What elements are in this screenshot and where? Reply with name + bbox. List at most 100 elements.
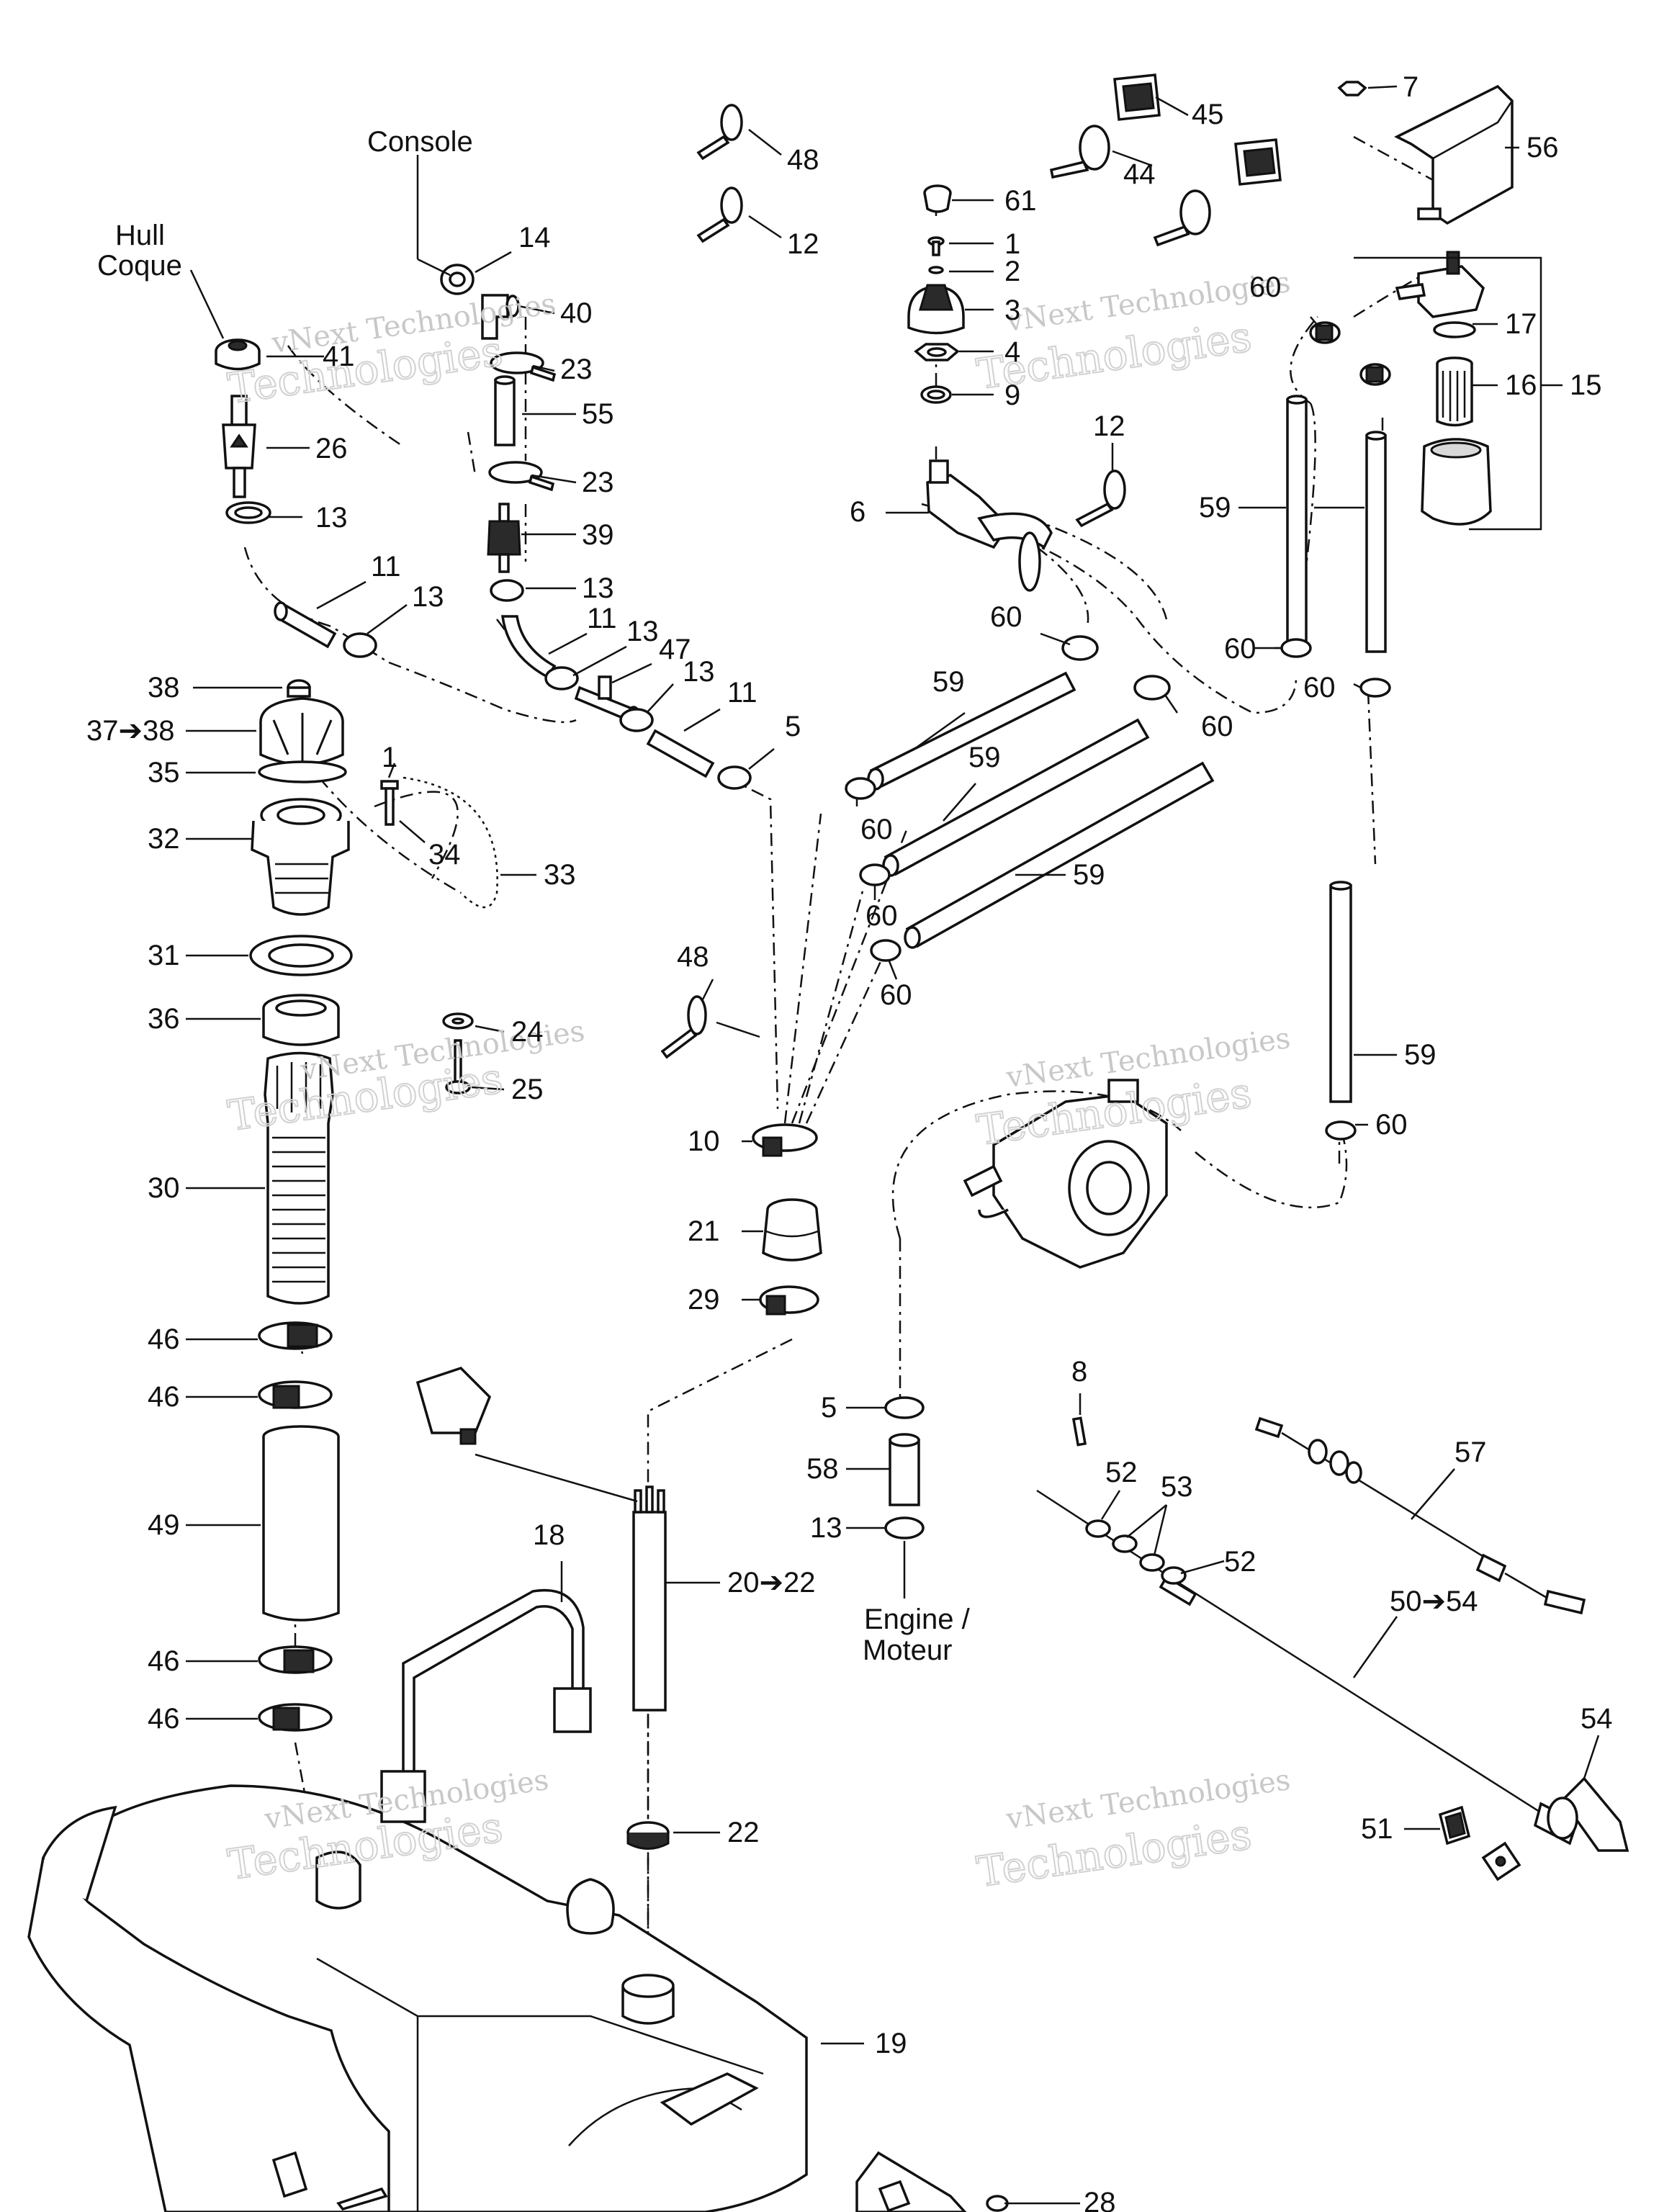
clamp-60-ur-4: [1359, 678, 1391, 698]
callout-25: 25: [511, 1074, 544, 1105]
callout-60-d: 60: [1224, 633, 1256, 665]
callout-60-f: 60: [860, 814, 893, 845]
part-bottom-left: [271, 2151, 388, 2211]
clamp-46-3: [258, 1645, 333, 1674]
callout-22: 22: [727, 1817, 760, 1848]
callout-52-a: 52: [1105, 1457, 1138, 1488]
callout-6: 6: [850, 496, 866, 528]
grommet-41: [215, 338, 261, 371]
callout-5-top: 5: [785, 711, 801, 742]
tie-44-right: [1153, 189, 1211, 247]
callout-60-e: 60: [1303, 672, 1336, 703]
callout-60-i: 60: [1375, 1109, 1408, 1141]
cap-38: [287, 679, 311, 698]
bracket-28: [855, 2151, 1009, 2212]
filler-neck-32: [251, 798, 350, 916]
callout-47: 47: [659, 634, 691, 665]
callout-19: 19: [875, 2028, 907, 2059]
clamp-60-valve-1: [1061, 635, 1099, 661]
washer-9: [920, 385, 952, 404]
pin-8: [1071, 1416, 1087, 1447]
plate-51-b: [1481, 1841, 1521, 1881]
callout-11-b: 11: [587, 603, 617, 634]
label-console: Console: [367, 126, 473, 158]
washer-24: [442, 1012, 474, 1030]
callout-7: 7: [1403, 71, 1419, 103]
callout-60-b: 60: [1201, 711, 1233, 742]
callout-60-a: 60: [990, 601, 1022, 633]
callout-9: 9: [1004, 379, 1020, 411]
callout-59-e: 59: [1404, 1039, 1437, 1071]
clamp-13-mid: [490, 579, 524, 602]
clamp-46-4: [258, 1703, 333, 1732]
tie-48-lower: [660, 995, 707, 1059]
hose-59-diag-b: [882, 718, 1150, 877]
callout-37-38: 37➔38: [86, 715, 175, 747]
hose-11-bent: [501, 615, 557, 679]
label-hull: Hull: [115, 220, 165, 251]
callout-10: 10: [688, 1125, 720, 1157]
callout-numbers: 48 12 14 40 41 23 55 26 23 13 39 11 13 1…: [86, 71, 1613, 2212]
callout-13-e: 13: [683, 656, 715, 688]
callout-60-h: 60: [880, 979, 912, 1011]
callout-13-f: 13: [810, 1512, 842, 1544]
clamp-60-ur-2: [1359, 363, 1391, 386]
nut-7: [1337, 81, 1367, 96]
callout-12-mid: 12: [1093, 410, 1125, 442]
callout-26: 26: [315, 433, 348, 464]
plate-51: [1438, 1805, 1471, 1845]
callout-13-c: 13: [412, 581, 444, 613]
grommet-22: [626, 1821, 670, 1850]
callout-13-d: 13: [626, 616, 659, 647]
screw-1-valve: [927, 236, 945, 256]
clamp-13-left: [343, 632, 377, 658]
callout-46-c: 46: [148, 1645, 180, 1677]
hose-59-diag-c: [904, 761, 1215, 949]
callout-2: 2: [1004, 256, 1020, 287]
callout-15: 15: [1570, 369, 1602, 401]
callout-11-c: 11: [727, 677, 757, 709]
sleeve-21: [762, 1198, 822, 1262]
callout-1-valve: 1: [1004, 228, 1020, 260]
callout-57: 57: [1455, 1437, 1487, 1468]
filter-head-15: [1395, 251, 1485, 318]
callout-61: 61: [1004, 185, 1037, 217]
location-labels: Console Hull Coque Engine / Moteur: [97, 126, 971, 1666]
hose-59-lower: [1329, 881, 1352, 1103]
tie-44-left: [1049, 125, 1110, 179]
callout-14: 14: [518, 222, 551, 253]
tie-12-mid: [1075, 469, 1126, 528]
nut-53-left: [1112, 1534, 1138, 1553]
clamp-60-valve-2: [1133, 675, 1171, 701]
callout-16: 16: [1505, 369, 1537, 401]
nut-53-right: [1139, 1553, 1165, 1572]
fitting-26: [222, 395, 256, 498]
callout-49: 49: [148, 1509, 180, 1541]
cap-61: [923, 184, 952, 213]
callout-54: 54: [1581, 1703, 1613, 1735]
nut-4: [914, 343, 960, 361]
callout-1-left: 1: [382, 742, 397, 773]
valve-6: [926, 459, 1053, 592]
hose-49: [262, 1425, 340, 1622]
parts-artwork: [27, 73, 1629, 2212]
callout-60-c: 60: [1249, 271, 1282, 303]
hose-59-right-b: [1365, 431, 1387, 653]
clamp-60-diag-1: [845, 777, 876, 800]
callout-39: 39: [582, 519, 614, 551]
tie-48-top: [696, 104, 743, 161]
clamp-10: [752, 1123, 818, 1157]
hose-59-right-a: [1286, 395, 1308, 646]
callout-11-a: 11: [371, 551, 401, 583]
callout-24: 24: [511, 1016, 544, 1048]
bracket-56: [1394, 84, 1514, 225]
callout-59-d: 59: [1073, 859, 1105, 891]
callout-32: 32: [148, 823, 180, 855]
nut-52-right: [1161, 1566, 1187, 1585]
clamp-5-top: [717, 765, 752, 790]
filter-bowl: [1421, 438, 1492, 526]
callout-45: 45: [1192, 99, 1224, 130]
clamp-13-engine: [884, 1516, 925, 1539]
washer-2: [928, 266, 944, 274]
hose-58: [889, 1433, 920, 1506]
